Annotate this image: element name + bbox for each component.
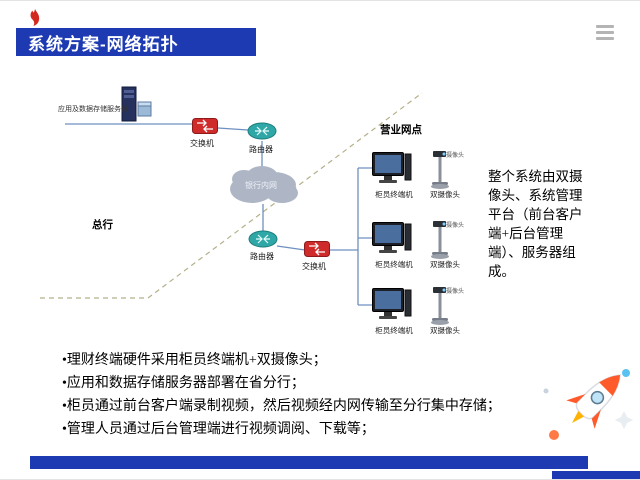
camera-head-label: 摄像头 <box>446 289 465 295</box>
dual-camera-icon <box>431 287 449 325</box>
router-label: 路由器 <box>249 145 273 154</box>
server-icon <box>121 86 152 122</box>
side-note: 整个系统由双摄像头、系统管理平台（前台客户端+后台管理端）、服务器组成。 <box>488 169 583 279</box>
bullet-item: •理财终端硬件采用柜员终端机+双摄像头； <box>62 353 327 368</box>
terminal-group: 摄像头 柜员终端机 双摄像头 <box>370 219 470 299</box>
bullet-item: •柜员通过前台客户端录制视频，然后视频经内网传输至分行集中存储； <box>62 399 501 414</box>
router-icon <box>247 122 277 140</box>
switch-label: 交换机 <box>302 262 326 271</box>
dual-camera-label: 双摄像头 <box>430 190 460 199</box>
router-icon <box>248 230 278 248</box>
router-label: 路由器 <box>250 252 274 261</box>
rocket-icon <box>543 369 633 440</box>
terminal-group: 摄像头 柜员终端机 双摄像头 <box>370 285 470 365</box>
teller-terminal-label: 柜员终端机 <box>375 190 413 199</box>
camera-head-label: 摄像头 <box>446 153 465 159</box>
intranet-cloud-icon <box>230 166 298 203</box>
menu-icon[interactable] <box>596 25 614 43</box>
teller-terminal-label: 柜员终端机 <box>375 326 413 335</box>
zone-label-branch: 营业网点 <box>380 125 422 136</box>
zone-label-head-office: 总行 <box>92 220 113 231</box>
bullet-list: •理财终端硬件采用柜员终端机+双摄像头； •应用和数据存储服务器部署在省分行； … <box>62 349 592 441</box>
teller-terminal-label: 柜员终端机 <box>375 260 413 269</box>
camera-head-label: 摄像头 <box>446 223 465 229</box>
zone-boundary-dashed-line <box>40 92 423 299</box>
teller-terminal-icon <box>372 152 412 183</box>
switch-label: 交换机 <box>190 139 214 148</box>
dual-camera-icon <box>431 221 449 259</box>
cloud-label: 银行内网 <box>245 181 277 190</box>
dual-camera-label: 双摄像头 <box>430 326 460 335</box>
decor-bar-short <box>552 471 640 479</box>
server-label: 应用及数据存储服务器 <box>58 105 128 113</box>
terminal-group: 摄像头 柜员终端机 双摄像头 <box>370 149 470 229</box>
decor-bar-long <box>30 456 588 469</box>
red-flame-logo-icon <box>30 9 40 26</box>
switch-icon <box>304 241 330 257</box>
teller-terminal-icon <box>372 222 412 253</box>
switch-icon <box>192 118 218 134</box>
bullet-item: •管理人员通过后台管理端进行视频调阅、下载等； <box>62 422 375 437</box>
bullet-item: •应用和数据存储服务器部署在省分行； <box>62 376 305 391</box>
teller-terminal-icon <box>372 288 412 319</box>
page-title: 系统方案-网络拓扑 <box>16 28 256 56</box>
dual-camera-label: 双摄像头 <box>430 260 460 269</box>
dual-camera-icon <box>431 151 449 189</box>
